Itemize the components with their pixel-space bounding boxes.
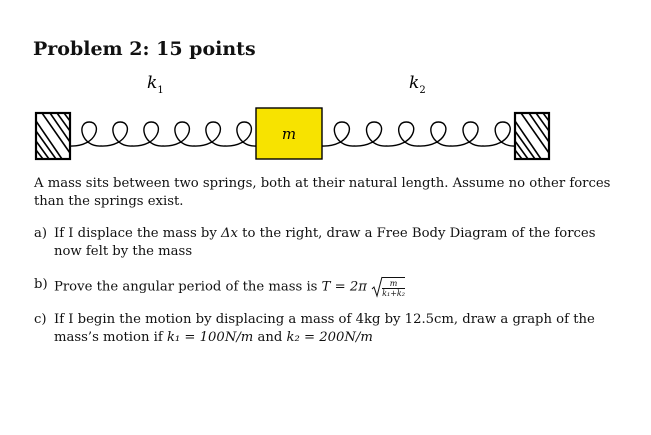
- spring-right-label: k2: [409, 73, 426, 96]
- part-a-text-post: to the right, draw a Free Body Diagram o…: [54, 226, 596, 259]
- sqrt-symbol: [371, 276, 383, 298]
- part-c-k2: k₂ = 200N/m: [286, 330, 373, 345]
- spring-left-subscript: 1: [157, 85, 163, 96]
- part-b-label: b): [34, 277, 48, 292]
- spring-left: [69, 121, 257, 147]
- part-b-text-pre: Prove the angular period of the mass is: [54, 279, 322, 295]
- part-c-k1: k₁ = 100N/m: [166, 330, 254, 345]
- mass-block: [255, 107, 323, 160]
- right-wall: [513, 111, 551, 161]
- problem-intro: A mass sits between two springs, both at…: [34, 176, 611, 209]
- spring-left-label: k1: [147, 73, 164, 96]
- part-a-label: a): [34, 226, 48, 241]
- spring-right: [321, 121, 516, 147]
- part-c-joiner: and: [253, 330, 287, 345]
- mass-label: m: [282, 125, 296, 143]
- part-a-math: Δx: [220, 226, 238, 241]
- part-b-math: T = 2π: [321, 279, 367, 295]
- fraction-numerator: m: [382, 279, 405, 289]
- left-wall: [34, 111, 72, 161]
- part-c-text: If I begin the motion by displacing a ma…: [54, 312, 595, 345]
- spring-right-subscript: 2: [419, 85, 425, 96]
- part-c: c) If I begin the motion by displacing a…: [34, 311, 619, 347]
- part-c-label: c): [34, 312, 47, 327]
- part-a-text-pre: If I displace the mass by: [54, 226, 221, 241]
- problem-heading: Problem 2: 15 points: [33, 38, 256, 60]
- spring-mass-diagram: m k1 k2: [34, 73, 551, 161]
- part-b: b) Prove the angular period of the mass …: [34, 276, 619, 298]
- part-a: a) If I displace the mass by Δx to the r…: [34, 225, 619, 261]
- fraction-denominator: k₁+k₂: [382, 288, 405, 298]
